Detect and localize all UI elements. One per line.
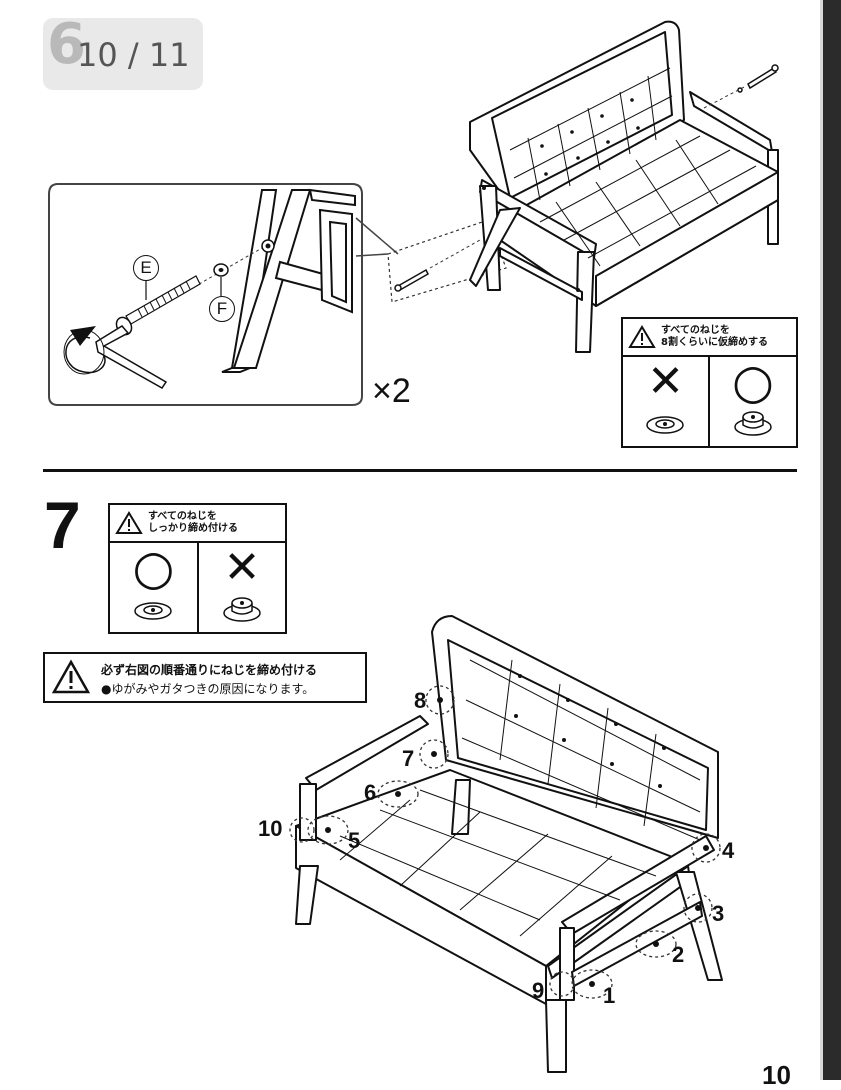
sequence-label-8: 8 [414,688,427,713]
tightening-order-notice: 必ず右図の順番通りにねじを締め付ける ●ゆがみやガタつきの原因になります。 [43,652,367,703]
warning-icon [115,511,143,534]
sequence-label-2: 2 [672,942,685,967]
sequence-label-9: 9 [532,978,545,1003]
detail-callout [48,183,507,406]
raised-screw-icon [734,411,772,436]
part-e-label: E [140,258,152,277]
page-number: 10 [762,1060,791,1090]
page-indicator-badge: 6 10 / 11 [43,12,203,90]
sequence-label-7: 7 [402,746,415,771]
caution-header: すべてのねじを 8割くらいに仮締めする [623,319,796,357]
notice-line-2: ●ゆがみやガタつきの原因になります。 [101,682,315,696]
notice-line-1: 必ず右図の順番通りにねじを締め付ける [101,663,318,677]
page-indicator: 10 / 11 [77,36,190,74]
quantity-multiplier: ×2 [372,372,411,410]
caution-divider [708,357,710,446]
raised-screw-icon [223,597,261,622]
caution-header: すべてのねじを しっかり締め付ける [110,505,285,543]
warning-icon [51,659,91,694]
right-mark-icon: ○ [132,540,175,596]
part-f-label: F [216,299,228,318]
section-divider [43,469,797,472]
caution-panel-temp-tighten: すべてのねじを 8割くらいに仮締めする ✕ ○ [621,317,798,448]
caution-line-1: すべてのねじを [661,325,730,336]
wrong-mark-icon: ✕ [223,542,261,593]
wrong-mark-icon: ✕ [647,356,684,407]
sofa-illustration-step6 [394,20,779,353]
caution-line-2: 8割くらいに仮締めする [661,337,768,348]
caution-text: すべてのねじを しっかり締め付ける [148,511,238,535]
sequence-label-5: 5 [348,828,361,853]
sequence-label-6: 6 [364,780,377,805]
sequence-label-3: 3 [712,901,725,926]
caution-text: すべてのねじを 8割くらいに仮締めする [661,325,768,349]
sequence-label-1: 1 [603,983,616,1008]
caution-cell-right: ○ [110,543,197,632]
caution-cell-wrong: ✕ [199,543,285,632]
caution-divider [197,543,199,632]
flush-screw-icon [134,602,172,620]
sequence-label-10: 10 [258,816,283,841]
caution-cell-right: ○ [710,357,796,446]
warning-icon [628,325,656,348]
viewer-side-strip [823,0,841,1080]
caution-cell-wrong: ✕ [623,357,708,446]
caution-panel-fully-tighten: すべてのねじを しっかり締め付ける ○ ✕ [108,503,287,634]
caution-line-1: すべてのねじを [148,511,217,522]
caution-line-2: しっかり締め付ける [148,523,238,534]
step-7-number: 7 [44,488,81,562]
viewer-side-edge [820,0,823,1080]
part-e-badge: E [133,255,159,281]
right-mark-icon: ○ [732,354,774,410]
step-6-number: 6 [47,12,86,77]
flush-screw-icon [646,416,684,434]
sequence-label-4: 4 [722,838,735,863]
part-f-badge: F [209,296,235,322]
